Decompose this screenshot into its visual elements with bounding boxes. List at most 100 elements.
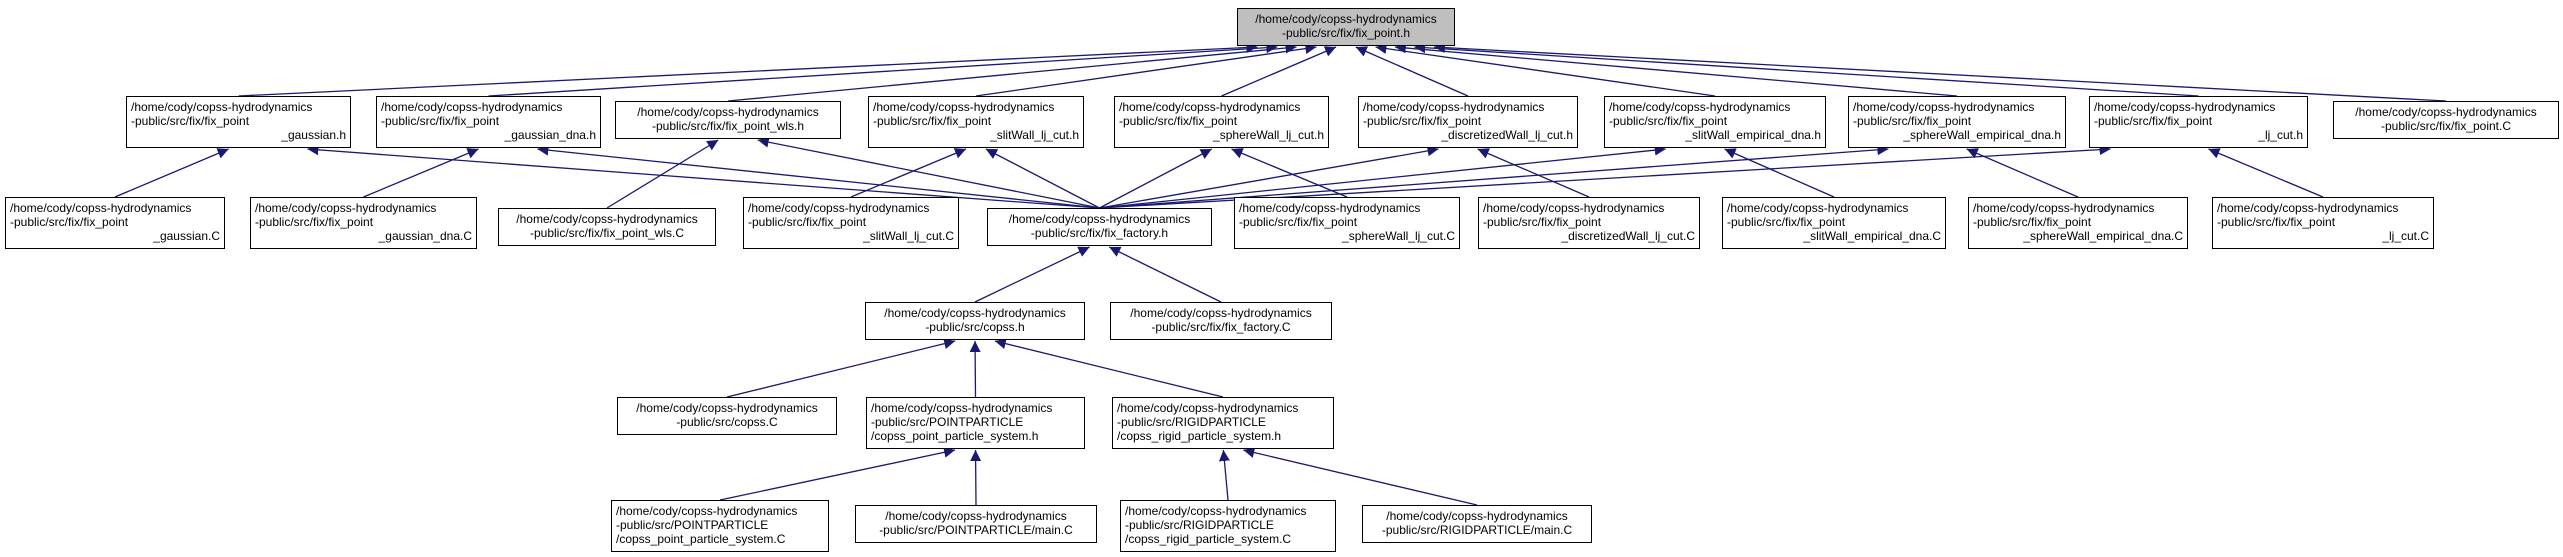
edge-copss-h-to-fix-factory-h xyxy=(974,246,1090,303)
edge-fix-point-slitwall-empirical-dna-h-to-fix-point-h xyxy=(1375,43,1716,97)
node-label-line: -public/src/fix/fix_point xyxy=(873,114,992,128)
node-label-line: -public/src/fix/fix_point xyxy=(131,114,250,128)
edge-fix-point-wls-c-to-fix-point-wls-h xyxy=(606,139,719,209)
node-label-line: _gaussian.C xyxy=(153,229,220,243)
edge-fix-point-gaussian-dna-h-to-fix-point-h xyxy=(488,42,1278,97)
node-fix-point-spherewall-empirical-dna-h[interactable]: /home/cody/copss-hydrodynamics-public/sr… xyxy=(1848,96,2066,148)
edge-fix-factory-h-to-fix-point-gaussian-dna-h xyxy=(537,144,1100,209)
edge-rigidparticle-main-c-to-copss-rigid-particle-system-h xyxy=(1243,447,1478,506)
node-label-line: /home/cody/copss-hydrodynamics xyxy=(10,201,192,215)
node-fix-point-slitwall-empirical-dna-c[interactable]: /home/cody/copss-hydrodynamics-public/sr… xyxy=(1722,197,1946,249)
node-label-line: -public/src/fix/fix_point xyxy=(381,114,500,128)
edge-copss-rigid-particle-system-c-to-copss-rigid-particle-system-h xyxy=(1218,449,1230,501)
node-label-line: -public/src/fix/fix_factory.h xyxy=(1030,226,1169,240)
node-label-line: /copss_rigid_particle_system.C xyxy=(1125,532,1292,546)
node-label-line: -public/src/copss.h xyxy=(925,320,1025,334)
node-fix-point-slitwall-lj-cut-c[interactable]: /home/cody/copss-hydrodynamics-public/sr… xyxy=(743,197,959,249)
edge-fix-factory-c-to-fix-factory-h xyxy=(1108,246,1222,303)
node-label-line: -public/src/fix/fix_point xyxy=(748,215,867,229)
edge-fix-factory-h-to-fix-point-slitwall-lj-cut-h xyxy=(985,148,1100,209)
node-fix-point-discretizedwall-lj-cut-h[interactable]: /home/cody/copss-hydrodynamics-public/sr… xyxy=(1358,96,1578,148)
node-copss-rigid-particle-system-h[interactable]: /home/cody/copss-hydrodynamics-public/sr… xyxy=(1112,397,1334,449)
node-label-line: /home/cody/copss-hydrodynamics xyxy=(1008,212,1191,226)
node-label-line: _lj_cut.C xyxy=(2382,229,2429,243)
node-label-line: -public/src/fix/fix_factory.C xyxy=(1151,320,1291,334)
node-fix-point-c[interactable]: /home/cody/copss-hydrodynamics-public/sr… xyxy=(2333,101,2559,139)
node-label-line: /home/cody/copss-hydrodynamics xyxy=(873,100,1055,114)
edges-layer xyxy=(114,42,2447,506)
node-label-line: _sphereWall_empirical_dna.C xyxy=(2023,229,2183,243)
node-fix-point-gaussian-h[interactable]: /home/cody/copss-hydrodynamics-public/sr… xyxy=(126,96,351,148)
edge-copss-rigid-particle-system-h-to-copss-h xyxy=(994,338,1224,398)
node-label-line: /home/cody/copss-hydrodynamics xyxy=(255,201,437,215)
node-label-line: -public/src/fix/fix_point xyxy=(1239,215,1358,229)
node-fix-point-spherewall-lj-cut-c[interactable]: /home/cody/copss-hydrodynamics-public/sr… xyxy=(1234,197,1460,249)
node-label-line: -public/src/fix/fix_point xyxy=(1363,114,1482,128)
node-fix-factory-c[interactable]: /home/cody/copss-hydrodynamics-public/sr… xyxy=(1110,302,1332,340)
node-label-line: _gaussian.h xyxy=(281,128,346,142)
node-copss-h[interactable]: /home/cody/copss-hydrodynamics-public/sr… xyxy=(865,302,1085,340)
node-fix-point-gaussian-c[interactable]: /home/cody/copss-hydrodynamics-public/sr… xyxy=(5,197,225,249)
node-rigidparticle-main-c[interactable]: /home/cody/copss-hydrodynamics-public/sr… xyxy=(1362,505,1592,543)
node-fix-point-spherewall-lj-cut-h[interactable]: /home/cody/copss-hydrodynamics-public/sr… xyxy=(1114,96,1329,148)
node-label-line: /home/cody/copss-hydrodynamics xyxy=(2094,100,2276,114)
node-fix-point-gaussian-dna-c[interactable]: /home/cody/copss-hydrodynamics-public/sr… xyxy=(250,197,477,249)
edge-fix-point-slitwall-lj-cut-c-to-fix-point-slitwall-lj-cut-h xyxy=(850,148,967,198)
node-label-line: /home/cody/copss-hydrodynamics xyxy=(516,212,698,226)
node-label-line: _sphereWall_lj_cut.h xyxy=(1213,128,1324,142)
node-label-line: /home/cody/copss-hydrodynamics xyxy=(1386,509,1568,523)
node-label-line: -public/src/POINTPARTICLE/main.C xyxy=(879,523,1073,537)
node-label-line: _slitWall_empirical_dna.C xyxy=(1803,229,1941,243)
node-label-line: /copss_rigid_particle_system.h xyxy=(1117,429,1282,443)
node-label-line: -public/src/fix/fix_point_wls.h xyxy=(651,119,805,133)
node-fix-point-wls-c[interactable]: /home/cody/copss-hydrodynamics-public/sr… xyxy=(498,208,716,246)
node-label-line: -public/src/fix/fix_point xyxy=(1973,215,2092,229)
edge-copss-c-to-copss-h xyxy=(726,338,956,398)
node-pointparticle-main-c[interactable]: /home/cody/copss-hydrodynamics-public/sr… xyxy=(855,505,1097,543)
edge-fix-point-slitwall-lj-cut-h-to-fix-point-h xyxy=(975,43,1317,97)
node-label-line: /home/cody/copss-hydrodynamics xyxy=(1255,12,1437,26)
node-label-line: -public/src/RIGIDPARTICLE xyxy=(1125,518,1274,532)
node-label-line: /home/cody/copss-hydrodynamics xyxy=(1119,100,1301,114)
node-fix-point-slitwall-lj-cut-h[interactable]: /home/cody/copss-hydrodynamics-public/sr… xyxy=(868,96,1084,148)
node-label-line: /copss_point_particle_system.C xyxy=(616,532,786,546)
edge-fix-point-spherewall-lj-cut-c-to-fix-point-spherewall-lj-cut-h xyxy=(1231,148,1348,198)
node-fix-point-slitwall-empirical-dna-h[interactable]: /home/cody/copss-hydrodynamics-public/sr… xyxy=(1604,96,1826,148)
node-fix-point-discretizedwall-lj-cut-c[interactable]: /home/cody/copss-hydrodynamics-public/sr… xyxy=(1478,197,1700,249)
node-fix-point-h[interactable]: /home/cody/copss-hydrodynamics-public/sr… xyxy=(1237,8,1455,46)
node-label-line: /home/cody/copss-hydrodynamics xyxy=(2217,201,2399,215)
node-label-line: /home/cody/copss-hydrodynamics xyxy=(1125,504,1307,518)
node-copss-c[interactable]: /home/cody/copss-hydrodynamics-public/sr… xyxy=(617,397,837,435)
node-copss-rigid-particle-system-c[interactable]: /home/cody/copss-hydrodynamics-public/sr… xyxy=(1120,500,1336,552)
node-copss-point-particle-system-c[interactable]: /home/cody/copss-hydrodynamics-public/sr… xyxy=(611,500,829,552)
node-fix-point-spherewall-empirical-dna-c[interactable]: /home/cody/copss-hydrodynamics-public/sr… xyxy=(1968,197,2188,249)
node-label-line: /home/cody/copss-hydrodynamics xyxy=(1363,100,1545,114)
node-label-line: /home/cody/copss-hydrodynamics xyxy=(636,401,818,415)
node-copss-point-particle-system-h[interactable]: /home/cody/copss-hydrodynamics-public/sr… xyxy=(866,397,1085,449)
node-label-line: /home/cody/copss-hydrodynamics xyxy=(1117,401,1299,415)
edge-fix-point-gaussian-h-to-fix-point-h xyxy=(238,42,1258,97)
node-label-line: _lj_cut.h xyxy=(2258,128,2303,142)
node-label-line: -public/src/RIGIDPARTICLE/main.C xyxy=(1381,523,1573,537)
edge-fix-point-discretizedwall-lj-cut-h-to-fix-point-h xyxy=(1355,46,1469,97)
node-fix-point-lj-cut-h[interactable]: /home/cody/copss-hydrodynamics-public/sr… xyxy=(2089,96,2308,148)
node-label-line: _gaussian_dna.C xyxy=(378,229,472,243)
edge-fix-factory-h-to-fix-point-slitwall-empirical-dna-h xyxy=(1099,144,1666,209)
node-label-line: /home/cody/copss-hydrodynamics xyxy=(1853,100,2035,114)
node-fix-point-wls-h[interactable]: /home/cody/copss-hydrodynamics-public/sr… xyxy=(615,101,841,139)
node-fix-factory-h[interactable]: /home/cody/copss-hydrodynamics-public/sr… xyxy=(987,208,1212,246)
edge-fix-point-c-to-fix-point-h xyxy=(1433,42,2447,102)
edge-copss-point-particle-system-c-to-copss-point-particle-system-h xyxy=(719,446,956,501)
node-label-line: /home/cody/copss-hydrodynamics xyxy=(637,105,819,119)
edge-fix-factory-h-to-fix-point-spherewall-empirical-dna-h xyxy=(1099,144,1889,209)
node-label-line: /home/cody/copss-hydrodynamics xyxy=(748,201,930,215)
node-label-line: -public/src/fix/fix_point xyxy=(1483,215,1602,229)
node-label-line: -public/src/POINTPARTICLE xyxy=(871,415,1024,429)
node-label-line: /home/cody/copss-hydrodynamics xyxy=(884,306,1066,320)
edge-fix-point-lj-cut-h-to-fix-point-h xyxy=(1414,42,2199,97)
node-label-line: -public/src/fix/fix_point xyxy=(1609,114,1728,128)
node-fix-point-lj-cut-c[interactable]: /home/cody/copss-hydrodynamics-public/sr… xyxy=(2212,197,2434,249)
edge-fix-factory-h-to-fix-point-spherewall-lj-cut-h xyxy=(1099,148,1213,209)
node-label-line: _gaussian_dna.h xyxy=(504,128,596,142)
node-fix-point-gaussian-dna-h[interactable]: /home/cody/copss-hydrodynamics-public/sr… xyxy=(376,96,601,148)
